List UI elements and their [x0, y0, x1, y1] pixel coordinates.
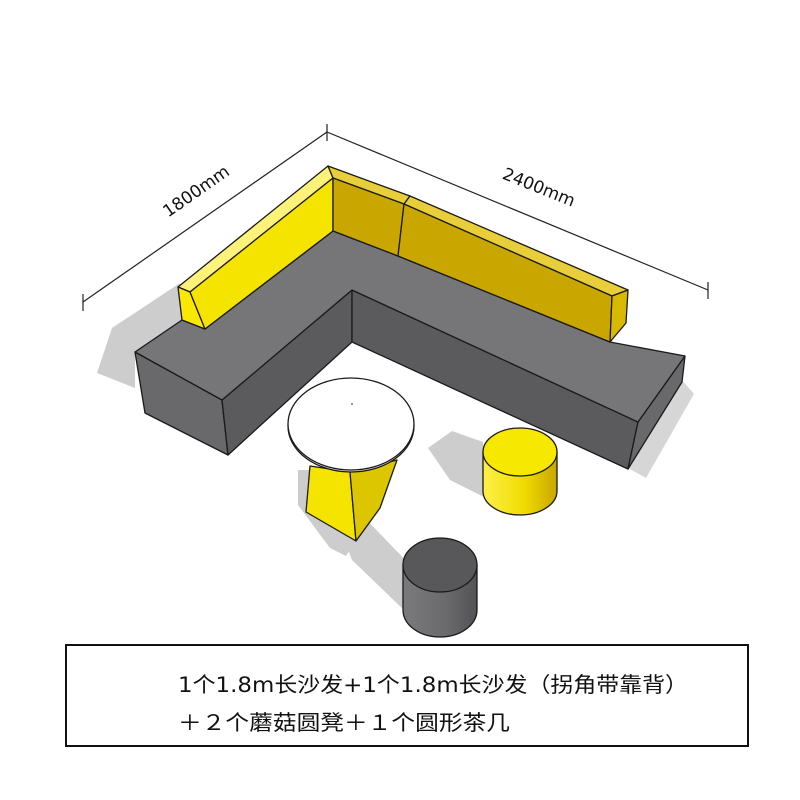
round-coffee-table	[287, 377, 415, 542]
sofa-right-shadow	[628, 380, 694, 478]
gray-mushroom-stool	[402, 537, 478, 638]
gray-stool-top	[402, 537, 478, 593]
dimension-line-width	[82, 131, 328, 303]
length-dimension-label: 2400mm	[499, 164, 577, 211]
sofa-left-shadow	[97, 283, 182, 388]
caption-line-2: ＋２个蘑菇圆凳＋１个圆形茶几	[178, 711, 510, 735]
dimension-line-length	[326, 131, 709, 291]
caption-border	[65, 644, 749, 747]
yellow-mushroom-stool	[482, 427, 558, 516]
width-dimension-label: 1800mm	[160, 162, 234, 222]
caption-line-1: 1个1.8m长沙发+1个1.8m长沙发（拐角带靠背）	[178, 673, 688, 697]
caption-box: 1个1.8m长沙发+1个1.8m长沙发（拐角带靠背） ＋２个蘑菇圆凳＋１个圆形茶…	[65, 644, 749, 747]
table-center-dot	[351, 403, 353, 405]
right-backrest-end	[609, 289, 629, 343]
dimension-lines	[82, 124, 709, 311]
table-top	[287, 377, 415, 471]
yellow-stool-shadow	[428, 431, 486, 498]
yellow-stool-top	[482, 427, 558, 477]
l-shaped-sofa	[134, 165, 686, 470]
